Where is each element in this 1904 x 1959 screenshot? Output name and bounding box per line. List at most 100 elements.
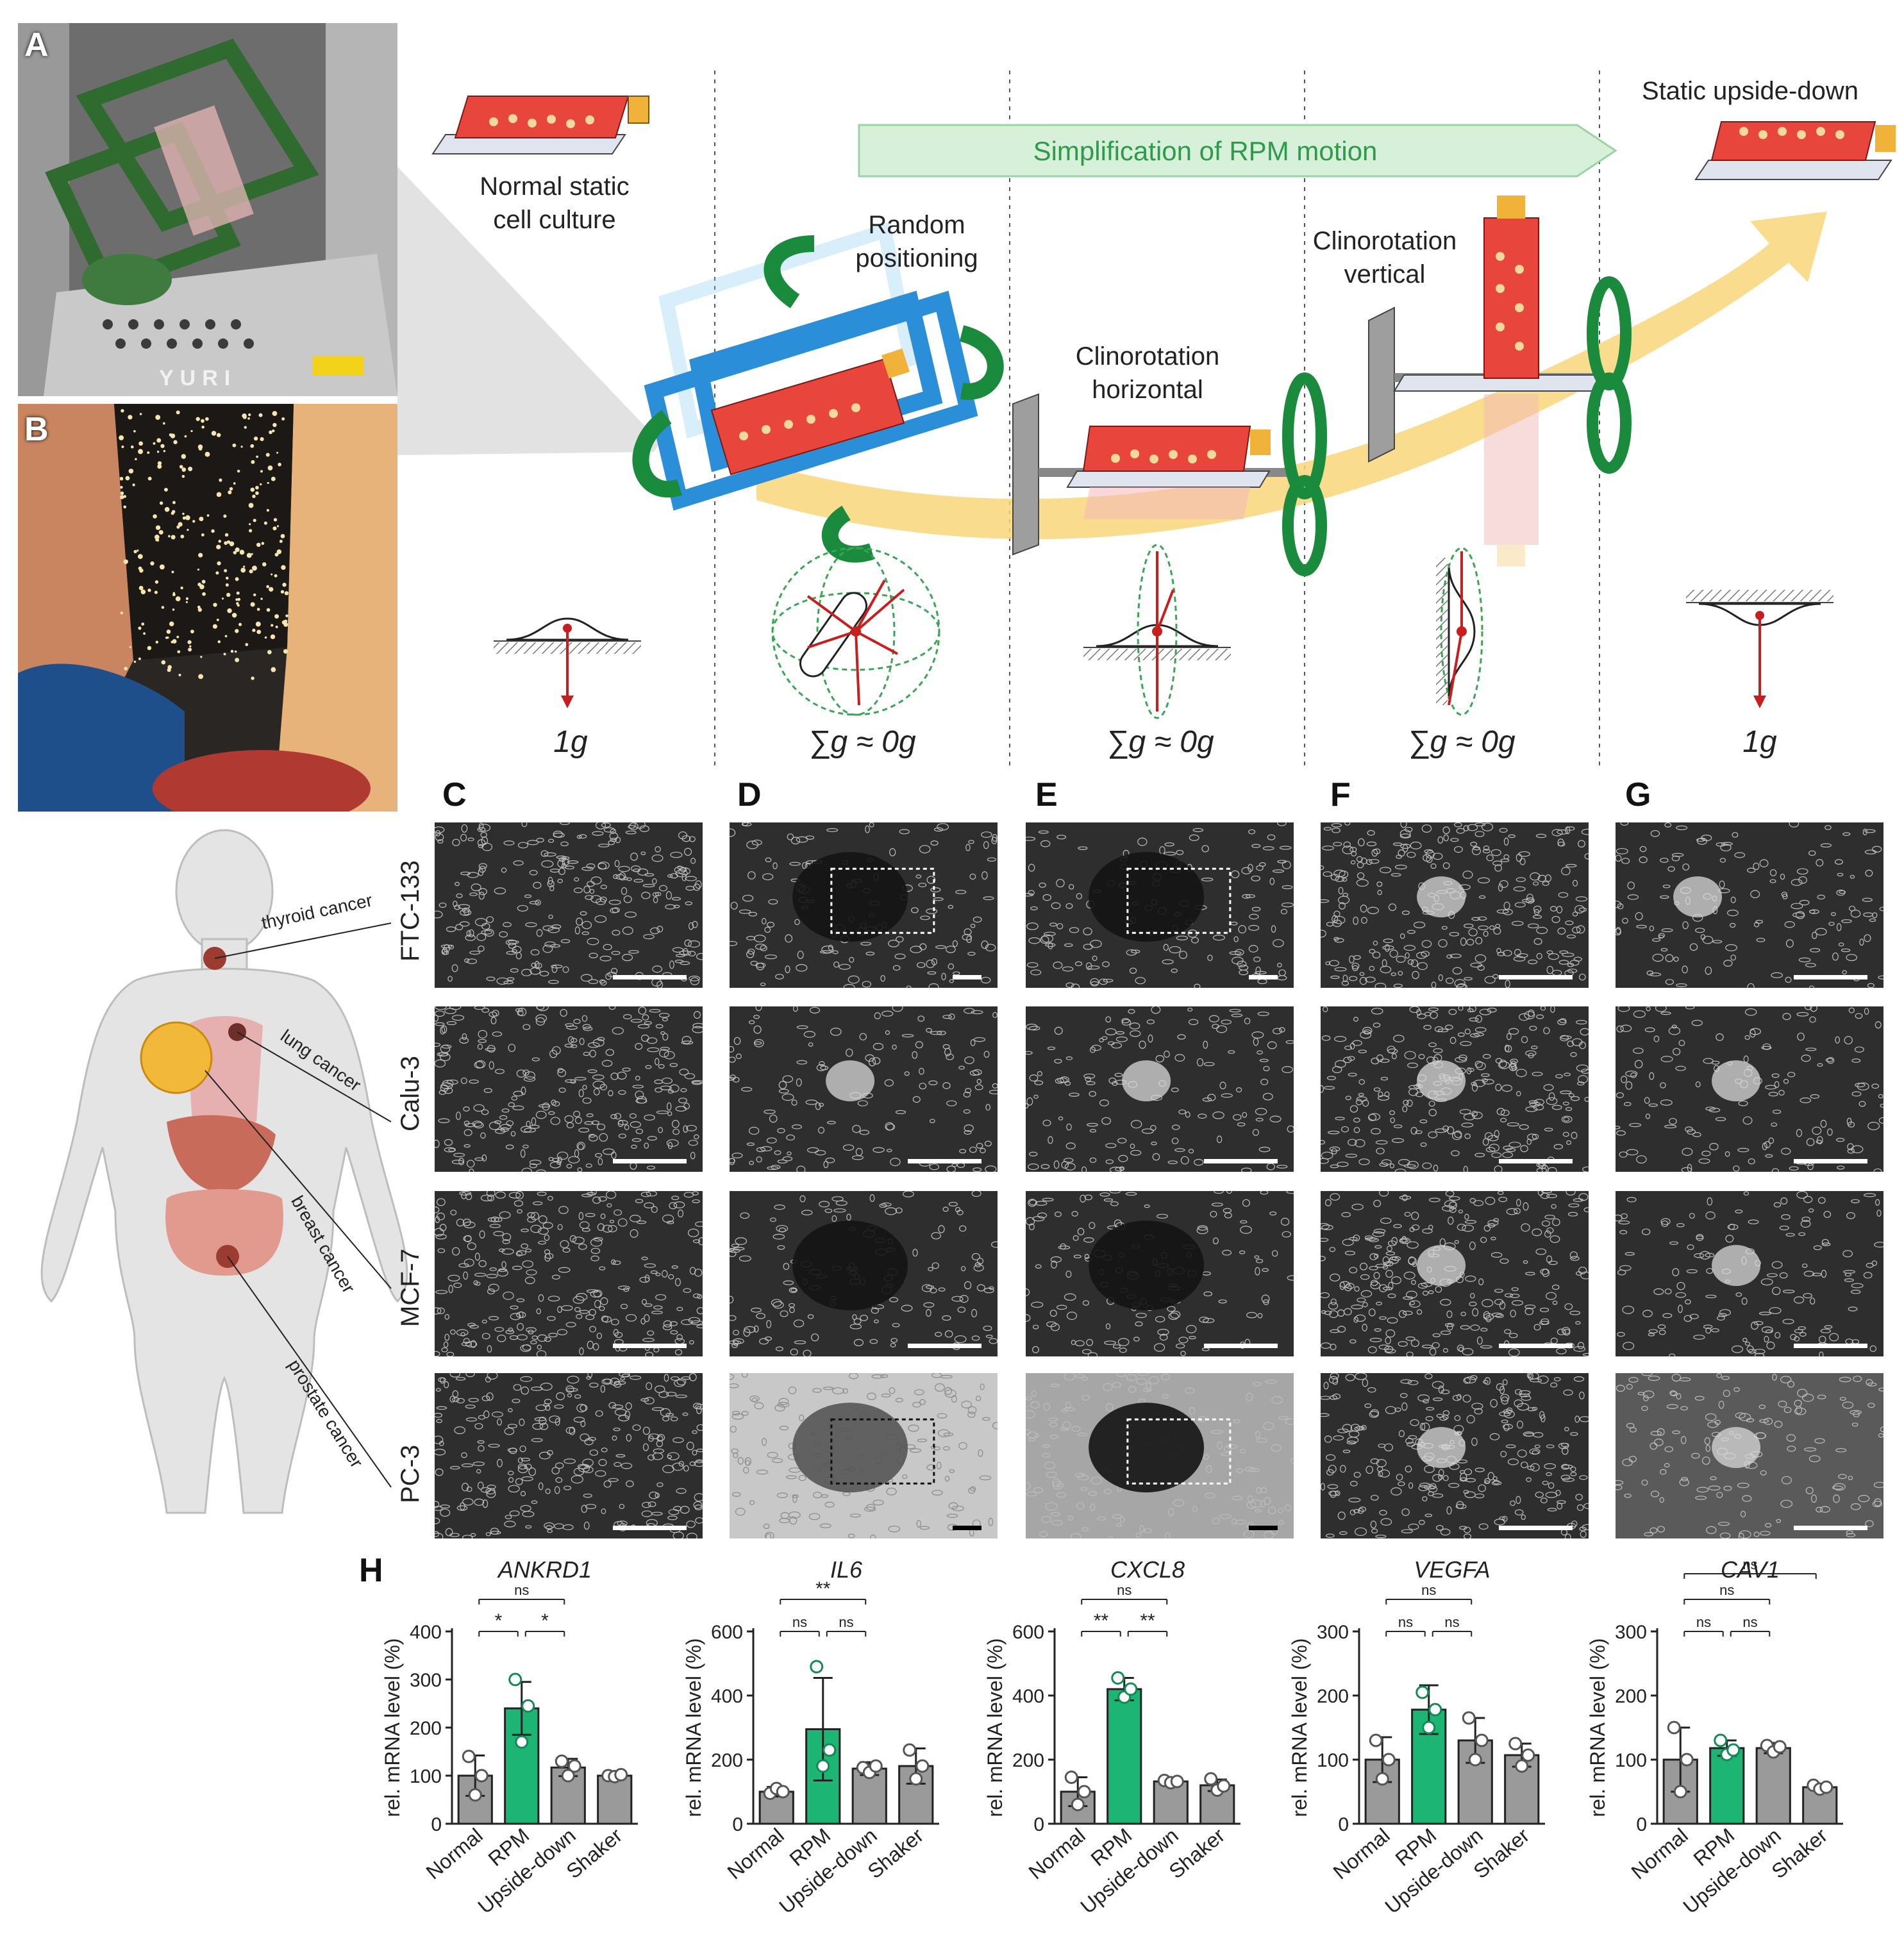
rpm-device-illustration: YURI: [18, 23, 397, 396]
significance-label: ns: [514, 1582, 529, 1598]
data-point: [915, 1759, 930, 1773]
panel-label-c: C: [442, 776, 467, 813]
label-normal-static: Normal static cell culture: [480, 172, 630, 234]
y-tick-label: 200: [1317, 1686, 1349, 1707]
row-label-ftc133: FTC-133: [396, 860, 424, 962]
data-point: [1667, 1721, 1681, 1735]
data-point: [823, 1743, 837, 1757]
significance-label: ns: [1398, 1614, 1413, 1630]
brand-text: YURI: [159, 366, 237, 390]
significance-label: ns: [1117, 1582, 1132, 1598]
simplification-banner: [858, 124, 1617, 178]
y-tick-label: 400: [711, 1686, 743, 1707]
significance-label: ns: [1421, 1582, 1436, 1598]
significance-label: **: [815, 1578, 831, 1599]
photo-flask-aggregates: [18, 404, 397, 812]
row-label-pc3: PC-3: [396, 1444, 424, 1503]
y-tick-label: 600: [1012, 1622, 1044, 1643]
bar-upside-down: [1457, 1739, 1493, 1825]
bar-upside-down: [1755, 1747, 1791, 1825]
data-point: [1714, 1733, 1728, 1747]
label-clinorotation-horizontal: Clinorotation horizontal: [1075, 342, 1220, 404]
data-point: [1071, 1797, 1085, 1812]
micrograph-g-2: [1616, 1006, 1883, 1172]
significance-label: ns: [1742, 1556, 1757, 1572]
significance-label: *: [495, 1610, 503, 1631]
micrograph-e-3: [1026, 1191, 1294, 1356]
data-point: [561, 1769, 575, 1783]
data-point: [1204, 1772, 1218, 1786]
chart-title: ANKRD1: [497, 1556, 592, 1583]
micrograph-f-2: [1321, 1006, 1589, 1172]
data-point: [1680, 1753, 1694, 1767]
y-tick-label: 200: [711, 1750, 743, 1771]
y-tick-label: 0: [1338, 1814, 1349, 1835]
chart-title: CAV1: [1721, 1556, 1780, 1583]
rpm-frame: [632, 221, 1004, 563]
gravity-label-3: ∑g ≈ 0g: [1106, 725, 1214, 759]
data-point: [1111, 1671, 1125, 1685]
panel-label-a: A: [24, 26, 49, 63]
upside-down-flask: [1694, 121, 1896, 180]
y-tick-label: 600: [711, 1622, 743, 1643]
data-point: [1726, 1743, 1741, 1757]
y-tick-label: 0: [1033, 1814, 1044, 1835]
data-point: [1217, 1779, 1231, 1793]
y-axis-label: rel. mRNA level (%): [682, 1638, 705, 1817]
data-point: [521, 1699, 535, 1713]
micrograph-e-2: [1026, 1006, 1294, 1172]
y-tick-label: 200: [410, 1718, 442, 1739]
y-axis-label: rel. mRNA level (%): [381, 1638, 404, 1817]
label-static-upside-down: Static upside-down: [1642, 77, 1858, 105]
row-label-mcf7: MCF-7: [396, 1248, 424, 1327]
data-point: [468, 1788, 482, 1802]
micrograph-f-3: [1321, 1191, 1589, 1356]
panel-label-f: F: [1330, 776, 1351, 813]
chart-title: VEGFA: [1414, 1556, 1490, 1583]
gravity-diagram-4: [1436, 547, 1483, 716]
photo-rpm-device: YURI: [18, 23, 397, 396]
micrograph-c-3: [435, 1191, 703, 1356]
data-point: [474, 1769, 489, 1783]
micrograph-g-3: [1616, 1191, 1883, 1356]
label-random-positioning: Random positioning: [855, 211, 978, 272]
panel-label-h: H: [359, 1552, 383, 1589]
rpm-schematic: [431, 71, 1896, 769]
data-point: [1124, 1682, 1138, 1696]
y-tick-label: 300: [1317, 1622, 1349, 1643]
micrograph-d-3: [730, 1191, 998, 1356]
y-tick-label: 0: [732, 1814, 743, 1835]
y-tick-label: 0: [431, 1814, 442, 1835]
data-point: [1515, 1759, 1529, 1773]
significance-label: ns: [1444, 1614, 1459, 1630]
micrograph-f-4: [1321, 1373, 1589, 1538]
data-point: [810, 1660, 824, 1674]
projection-wedge: [397, 167, 660, 455]
gravity-label-5: 1g: [1742, 725, 1777, 759]
gravity-diagram-5: [1686, 590, 1833, 708]
significance-label: ns: [839, 1614, 853, 1630]
bar-rpm: [1106, 1688, 1142, 1825]
significance-label: **: [1094, 1610, 1109, 1631]
micrograph-e-1: [1026, 822, 1294, 988]
panel-label-e: E: [1035, 776, 1058, 813]
bar-shaker: [1199, 1784, 1235, 1825]
micrograph-c-4: [435, 1373, 703, 1538]
data-point: [1462, 1711, 1476, 1725]
data-point: [1773, 1740, 1787, 1754]
gravity-label-2: ∑g ≈ 0g: [808, 725, 916, 759]
micrograph-c-1: [435, 822, 703, 988]
data-point: [508, 1672, 522, 1687]
gravity-diagram-2: [771, 547, 940, 716]
y-tick-label: 200: [1012, 1750, 1044, 1771]
data-point: [1170, 1774, 1184, 1788]
y-tick-label: 100: [1615, 1750, 1647, 1771]
data-point: [816, 1759, 830, 1773]
clinostat-vertical: [1368, 196, 1632, 567]
micrograph-d-2: [730, 1006, 998, 1172]
